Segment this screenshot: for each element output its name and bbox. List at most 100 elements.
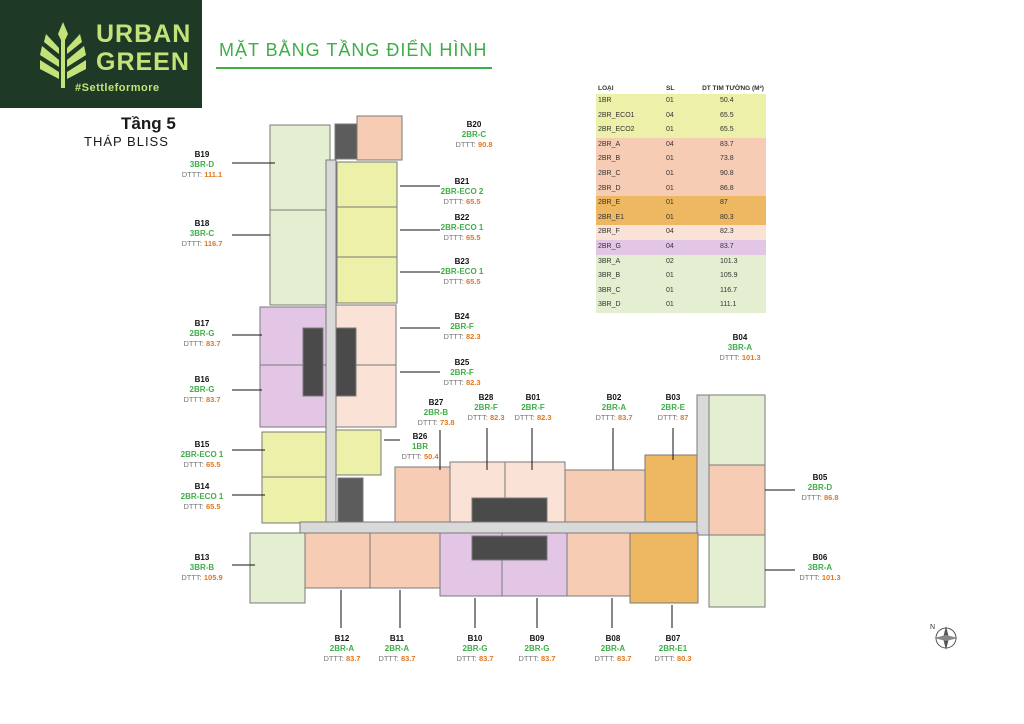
unit-area-value: 116.7 xyxy=(204,239,223,248)
unit-id: B09 xyxy=(529,634,545,643)
unit-id: B01 xyxy=(525,393,541,402)
unit-area-prefix: DTTT: xyxy=(443,378,464,387)
legend-cell-type: 3BR_B xyxy=(598,272,621,280)
legend-cell-qty: 04 xyxy=(666,242,674,250)
unit-type: 3BR-B xyxy=(189,563,215,572)
legend-cell-qty: 01 xyxy=(666,169,674,177)
tower-label: THÁP BLISS xyxy=(84,134,169,149)
unit-area: DTTT: 65.5 xyxy=(432,277,492,287)
unit-type: 2BR-ECO 1 xyxy=(180,492,224,501)
unit-area-value: 83.7 xyxy=(616,654,632,663)
elevator-core-south-2 xyxy=(471,535,548,561)
unit-block-b06 xyxy=(708,534,766,608)
unit-area-value: 83.7 xyxy=(345,654,361,663)
legend-header-qty: SL xyxy=(666,85,675,92)
legend-cell-qty: 02 xyxy=(666,257,674,265)
unit-id: B02 xyxy=(606,393,622,402)
unit-area-prefix: DTTT: xyxy=(183,395,204,404)
unit-area-value: 83.7 xyxy=(205,339,221,348)
legend-cell-type: 2BR_ECO2 xyxy=(598,126,635,134)
legend-cell-qty: 01 xyxy=(666,126,674,134)
unit-area: DTTT: 65.5 xyxy=(432,197,492,207)
unit-area: DTTT: 101.3 xyxy=(790,573,850,583)
unit-area-prefix: DTTT: xyxy=(443,197,464,206)
unit-type: 2BR-G xyxy=(462,644,488,653)
title-underline xyxy=(216,67,492,69)
unit-area-prefix: DTTT: xyxy=(378,654,399,663)
unit-id: B11 xyxy=(389,634,405,643)
unit-id: B08 xyxy=(605,634,621,643)
unit-area-value: 105.9 xyxy=(203,573,223,582)
unit-block-b22 xyxy=(336,206,398,258)
unit-id: B21 xyxy=(454,177,470,186)
logo-text-urban: URBAN xyxy=(96,20,192,48)
legend-header-area: DT TIM TƯỜNG (M²) xyxy=(702,85,764,92)
unit-area-prefix: DTTT: xyxy=(417,418,438,427)
unit-area-prefix: DTTT: xyxy=(801,493,822,502)
unit-area-prefix: DTTT: xyxy=(799,573,820,582)
unit-id: B19 xyxy=(194,150,210,159)
unit-type: 2BR-D xyxy=(807,483,833,492)
unit-id: B15 xyxy=(194,440,210,449)
legend-cell-qty: 01 xyxy=(666,97,674,104)
unit-area-value: 65.5 xyxy=(465,197,481,206)
legend-cell-qty: 01 xyxy=(666,301,674,309)
unit-block-b14 xyxy=(261,476,327,524)
unit-type: 2BR-ECO 2 xyxy=(440,187,484,196)
unit-area: DTTT: 83.7 xyxy=(367,654,427,664)
unit-type: 3BR-D xyxy=(189,160,215,169)
unit-block-b11 xyxy=(369,532,441,589)
unit-area-prefix: DTTT: xyxy=(594,654,615,663)
elevator-core-south xyxy=(471,497,548,523)
unit-id: B27 xyxy=(428,398,444,407)
unit-id: B04 xyxy=(732,333,748,342)
unit-id: B24 xyxy=(454,312,470,321)
legend-cell-area: 50.4 xyxy=(720,97,734,104)
unit-area: DTTT: 83.7 xyxy=(172,339,232,349)
unit-area: DTTT: 80.3 xyxy=(643,654,703,664)
unit-id: B16 xyxy=(194,375,210,384)
unit-area-value: 101.3 xyxy=(821,573,841,582)
unit-type: 1BR xyxy=(411,442,428,451)
unit-type: 2BR-E1 xyxy=(658,644,688,653)
legend-cell-qty: 01 xyxy=(666,213,674,221)
legend-header: LOẠI SL DT TIM TƯỜNG (M²) xyxy=(596,83,766,94)
unit-area-prefix: DTTT: xyxy=(181,573,202,582)
unit-type: 3BR-A xyxy=(807,563,833,572)
legend-cell-area: 90.8 xyxy=(720,169,734,177)
unit-area-value: 83.7 xyxy=(478,654,494,663)
unit-area: DTTT: 105.9 xyxy=(172,573,232,583)
unit-id: B25 xyxy=(454,358,470,367)
unit-area-prefix: DTTT: xyxy=(595,413,616,422)
legend-cell-qty: 01 xyxy=(666,286,674,294)
unit-id: B18 xyxy=(194,219,210,228)
legend-cell-qty: 01 xyxy=(666,272,674,280)
logo-text-green: GREEN xyxy=(96,48,190,76)
unit-type: 2BR-G xyxy=(189,329,215,338)
unit-type: 2BR-F xyxy=(450,368,474,377)
legend-cell-type: 2BR_F xyxy=(598,228,620,236)
unit-area-value: 65.5 xyxy=(465,233,481,242)
unit-id: B26 xyxy=(412,432,428,441)
legend-cell-type: 2BR_A xyxy=(598,140,621,148)
unit-id: B13 xyxy=(194,553,210,562)
unit-area-value: 111.1 xyxy=(204,170,223,179)
unit-area: DTTT: 111.1 xyxy=(172,170,232,180)
unit-area-value: 82.3 xyxy=(489,413,505,422)
